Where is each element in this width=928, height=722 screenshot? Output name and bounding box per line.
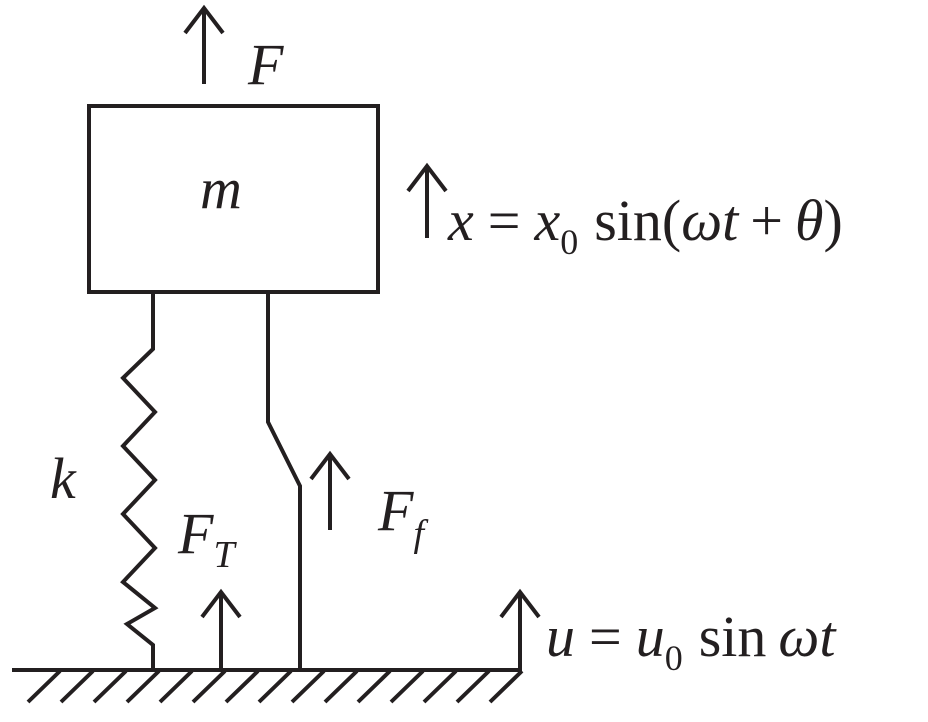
eq-sin: sin( <box>594 188 681 253</box>
friction-force-label: Ff <box>377 478 428 555</box>
eq-equals: = <box>488 188 521 253</box>
ground-hatch-mark <box>257 669 293 704</box>
mass-displacement-arrow <box>406 162 448 238</box>
transmitted-force-arrow <box>200 588 242 668</box>
applied-force-label: F <box>247 32 284 97</box>
transmitted-force-symbol: F <box>177 501 214 566</box>
eq-x: x <box>447 188 474 253</box>
eq-x0-subscript: 0 <box>560 222 578 262</box>
eq-theta: θ <box>795 188 824 253</box>
eq-plus: + <box>750 188 783 253</box>
ground-hatch-mark <box>158 669 194 704</box>
ground-hatching <box>26 669 524 704</box>
ground-hatch-mark <box>422 669 458 704</box>
ground-hatch-mark <box>389 669 425 704</box>
applied-force-arrow <box>183 4 225 84</box>
base-eq-omega: ω <box>778 604 819 669</box>
ground-hatch-mark <box>92 669 128 704</box>
base-displacement-arrow <box>499 588 541 668</box>
ground-hatch-mark <box>224 669 260 704</box>
transmitted-force-label: FT <box>177 501 237 576</box>
friction-force-arrow <box>309 450 351 530</box>
transmitted-force-subscript: T <box>213 534 237 576</box>
friction-force-symbol: F <box>377 478 414 543</box>
ground-hatch-mark <box>356 669 392 704</box>
eq-close-paren: ) <box>824 188 843 253</box>
base-eq-t: t <box>819 604 837 669</box>
spring <box>120 292 159 670</box>
base-eq-u0: u <box>636 604 665 669</box>
ground-hatch-mark <box>26 669 62 704</box>
mass-block <box>87 104 380 294</box>
spring-stiffness-label: k <box>50 446 77 511</box>
friction-damper <box>266 292 302 670</box>
ground-hatch-mark <box>191 669 227 704</box>
friction-force-subscript: f <box>413 513 428 555</box>
ground-hatch-mark <box>290 669 326 704</box>
base-eq-u0-subscript: 0 <box>665 638 683 678</box>
ground-hatch-mark <box>455 669 491 704</box>
ground-hatch-mark <box>125 669 161 704</box>
ground-hatch-mark <box>488 669 524 704</box>
ground-hatch-mark <box>59 669 95 704</box>
base-eq-u: u <box>546 604 575 669</box>
base-eq-sin: sin <box>699 604 767 669</box>
mass-label: m <box>200 156 242 221</box>
eq-omega: ω <box>681 188 722 253</box>
base-eq-equals: = <box>589 604 622 669</box>
eq-t: t <box>722 188 740 253</box>
eq-x0: x <box>533 188 560 253</box>
ground-hatch-mark <box>323 669 359 704</box>
